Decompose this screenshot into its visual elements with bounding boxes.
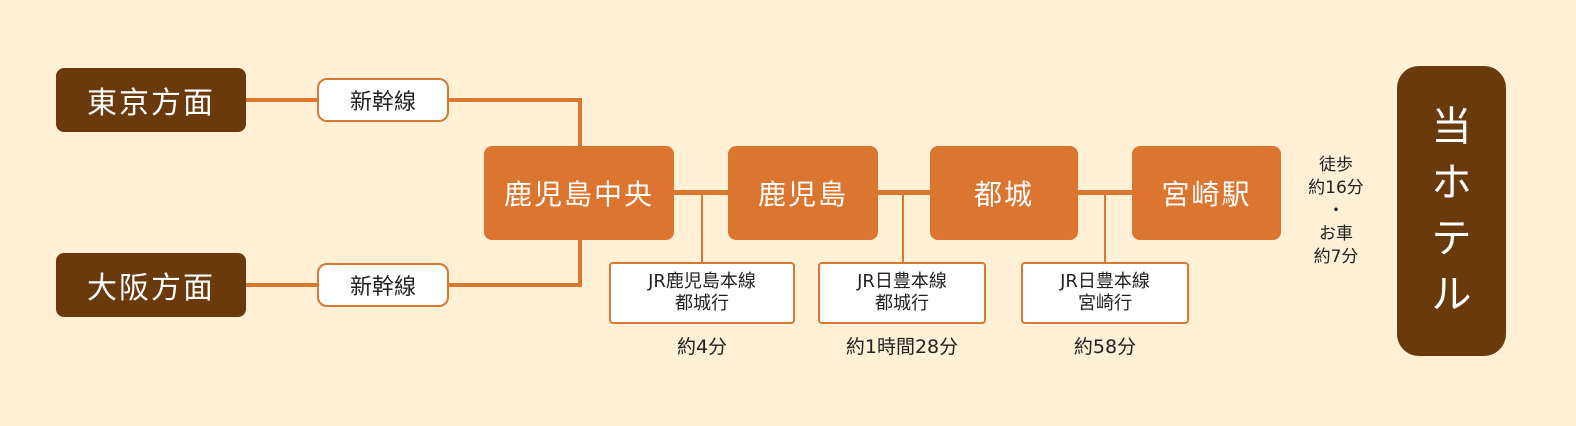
- car-label: お車: [1319, 224, 1353, 244]
- hotel-char: ホ: [1431, 160, 1472, 206]
- drop-line-3: [1104, 195, 1106, 262]
- duration-2: 約1時間28分: [845, 336, 959, 358]
- hotel-char: ル: [1431, 272, 1472, 318]
- station-kagoshima-chuo: 鹿児島中央: [484, 146, 674, 240]
- shinkansen-label-osaka: 新幹線: [317, 263, 449, 307]
- line-info-3: JR日豊本線 宮崎行: [1021, 262, 1189, 324]
- shinkansen-label-tokyo: 新幹線: [317, 78, 449, 122]
- walk-time: 約16分: [1308, 178, 1364, 198]
- car-time: 約7分: [1313, 247, 1359, 267]
- hotel-char: 当: [1431, 104, 1472, 150]
- origin-tokyo: 東京方面: [56, 68, 246, 132]
- duration-1: 約4分: [676, 336, 728, 358]
- line-name: JR日豊本線: [1060, 271, 1150, 292]
- access-info: 徒歩 約16分 ・ お車 約7分: [1290, 154, 1382, 269]
- main-line: [672, 190, 1134, 195]
- station-miyazaki: 宮崎駅: [1132, 146, 1281, 240]
- hotel-destination: 当 ホ テ ル: [1397, 66, 1506, 356]
- drop-line-2: [902, 195, 904, 262]
- line-info-2: JR日豊本線 都城行: [818, 262, 986, 324]
- line-info-1: JR鹿児島本線 都城行: [609, 262, 795, 324]
- line-name: JR鹿児島本線: [648, 271, 756, 292]
- line-destination: 都城行: [875, 293, 929, 314]
- line-name: JR日豊本線: [857, 271, 947, 292]
- station-miyakonojo: 都城: [930, 146, 1078, 240]
- line-destination: 宮崎行: [1078, 293, 1132, 314]
- station-kagoshima: 鹿児島: [728, 146, 878, 240]
- duration-3: 約58分: [1073, 336, 1137, 358]
- drop-line-1: [701, 195, 703, 262]
- hotel-char: テ: [1431, 216, 1472, 262]
- access-separator: ・: [1327, 201, 1345, 221]
- walk-label: 徒歩: [1319, 155, 1353, 175]
- line-destination: 都城行: [675, 293, 729, 314]
- origin-osaka: 大阪方面: [56, 253, 246, 317]
